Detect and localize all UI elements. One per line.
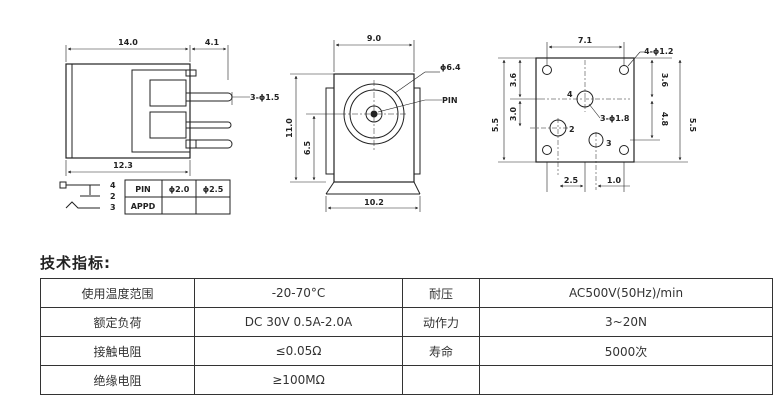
spec-value: AC500V(50Hz)/min <box>479 278 773 308</box>
footprint-dim-bottom-left: 2.5 <box>564 176 579 185</box>
spec-label: 额定负荷 <box>40 307 195 337</box>
spec-label: 绝缘电阻 <box>40 365 195 395</box>
pin-table-header-2-5: ϕ2.5 <box>203 185 224 194</box>
side-dim-pin-extension: 4.1 <box>205 38 220 47</box>
pin-table-header-pin: PIN <box>135 185 151 194</box>
technical-drawing: 14.0 4.1 3-ϕ1.5 12.3 4 2 3 PIN ϕ2.0 ϕ2.5… <box>59 34 697 215</box>
spec-value: DC 30V 0.5A-2.0A <box>194 307 403 337</box>
spec-label: 耐压 <box>402 278 480 308</box>
spec-value: ≥100MΩ <box>194 365 403 395</box>
front-dim-bottom-width: 10.2 <box>364 198 384 207</box>
front-dim-width: 9.0 <box>367 34 382 43</box>
spec-label: 接触电阻 <box>40 336 195 366</box>
spec-value <box>479 365 773 395</box>
pin-table-row-appd: APPD <box>131 202 156 211</box>
spec-label: 使用温度范围 <box>40 278 195 308</box>
footprint-dim-top: 7.1 <box>578 36 593 45</box>
pin-table-header-2-0: ϕ2.0 <box>169 185 190 194</box>
side-pin-label-2: 2 <box>110 192 116 201</box>
front-dim-height: 11.0 <box>285 118 294 138</box>
footprint-pin-label-2: 2 <box>569 125 575 134</box>
footprint-dim-left-mid: 3.0 <box>509 106 518 121</box>
side-dim-length: 14.0 <box>118 38 138 47</box>
footprint-dim-right-total: 5.5 <box>688 118 697 133</box>
spec-value: 3~20N <box>479 307 773 337</box>
side-pin-label-3: 3 <box>110 203 116 212</box>
table-row: 额定负荷 DC 30V 0.5A-2.0A 动作力 3~20N <box>40 307 773 337</box>
spec-label: 寿命 <box>402 336 480 366</box>
footprint-dim-pin-holes: 3-ϕ1.8 <box>600 114 630 123</box>
footprint-pin-label-4: 4 <box>567 90 573 99</box>
side-view <box>59 45 250 215</box>
side-dim-bottom: 12.3 <box>113 161 133 170</box>
footprint-view <box>498 42 688 192</box>
footprint-dim-left-upper: 3.6 <box>509 72 518 87</box>
front-label-pin: PIN <box>442 96 458 105</box>
footprint-dim-right-mid: 4.8 <box>660 112 669 127</box>
footprint-dim-right-upper: 3.6 <box>660 73 669 88</box>
spec-value: -20-70°C <box>194 278 403 308</box>
table-row: 绝缘电阻 ≥100MΩ <box>40 365 773 395</box>
side-pin-label-4: 4 <box>110 181 116 190</box>
spec-label: 动作力 <box>402 307 480 337</box>
side-dim-pin-holes: 3-ϕ1.5 <box>250 93 280 102</box>
front-view <box>290 40 442 212</box>
front-dim-center-height: 6.5 <box>303 140 312 155</box>
footprint-dim-mount-holes: 4-ϕ1.2 <box>644 47 673 56</box>
section-title: 技术指标: <box>40 254 111 272</box>
spec-label <box>402 365 480 395</box>
spec-value: 5000次 <box>479 336 773 366</box>
footprint-pin-label-3: 3 <box>606 139 612 148</box>
spec-value: ≤0.05Ω <box>194 336 403 366</box>
table-row: 使用温度范围 -20-70°C 耐压 AC500V(50Hz)/min <box>40 278 773 308</box>
spec-table: 使用温度范围 -20-70°C 耐压 AC500V(50Hz)/min 额定负荷… <box>40 278 773 395</box>
table-row: 接触电阻 ≤0.05Ω 寿命 5000次 <box>40 336 773 366</box>
footprint-dim-bottom-right: 1.0 <box>607 176 622 185</box>
front-dim-hole: ϕ6.4 <box>440 63 461 72</box>
footprint-dim-left-total: 5.5 <box>491 117 500 132</box>
